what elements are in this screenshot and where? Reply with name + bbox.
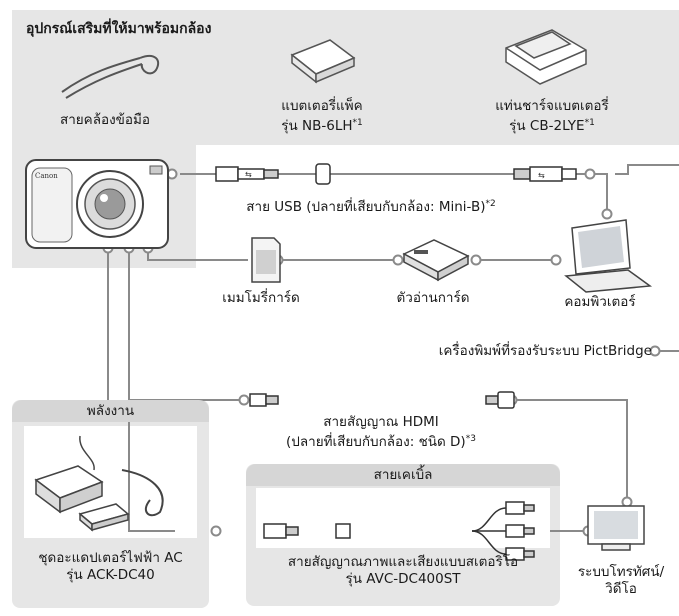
wrist-strap-label: สายคล้องข้อมือ [59,112,151,128]
svg-text:⇆: ⇆ [538,171,545,180]
battery-label: แบตเตอรี่แพ็ค รุ่น NB-6LH*1 [232,98,412,135]
hdmi-footnote: *3 [465,434,476,444]
svg-text:⇆: ⇆ [245,170,252,179]
charger-label-line1: แท่นชาร์จแบตเตอรี่ [495,98,609,114]
included-accessories-title: อุปกรณ์เสริมที่ให้มาพร้อมกล้อง [26,21,212,37]
hdmi-cable-label: สายสัญญาณ HDMI (ปลายที่เสียบกับกล้อง: ชน… [236,414,526,451]
battery-footnote: *1 [352,118,363,128]
card-reader-icon [402,239,470,282]
cables-box [246,464,560,606]
memory-card-label: เมมโมรี่การ์ด [222,290,300,306]
battery-model: รุ่น NB-6LH [281,118,353,134]
usb-cable-label: สาย USB (ปลายที่เสียบกับกล้อง: Mini-B)*2 [206,196,536,216]
memory-card-icon [251,237,281,283]
included-accessories-panel [12,10,679,268]
tv-icon [587,505,645,551]
charger-model: รุ่น CB-2LYE [509,118,585,134]
tv-label-line1: ระบบโทรทัศน์/ [577,564,665,580]
computer-icon [564,219,653,293]
power-label: ชุดอะแดปเตอร์ไฟฟ้า AC รุ่น ACK-DC40 [14,550,207,584]
cables-title: สายเคเบิ้ล [246,464,560,486]
usb-right-exit-line [615,164,679,175]
hdmi-label-line2: (ปลายที่เสียบกับกล้อง: ชนิด D) [286,434,466,450]
usb-to-computer-line [590,173,608,214]
battery-label-line1: แบตเตอรี่แพ็ค [281,98,363,114]
av-line [128,248,175,532]
av-cable-icon [263,501,535,561]
av-cable-label: สายสัญญาณภาพและเสียงแบบสเตอริโอ รุ่น AVC… [248,554,558,588]
hdmi-line [128,248,250,401]
battery-icon [290,39,356,84]
printer-label: เครื่องพิมพ์ที่รองรับระบบ PictBridge [438,343,652,359]
tv-label-line2: วิดีโอ [605,581,637,597]
charger-label: แท่นชาร์จแบตเตอรี่ รุ่น CB-2LYE*1 [456,98,648,135]
av-label-line1: สายสัญญาณภาพและเสียงแบบสเตอริโอ [287,554,519,570]
usb-cable-icon: ⇆ ⇆ [215,163,577,185]
usb-footnote: *2 [485,199,496,209]
av-label-line2: รุ่น AVC-DC400ST [345,571,461,587]
card-reader-label: ตัวอ่านการ์ด [396,290,470,306]
usb-cable-text: สาย USB (ปลายที่เสียบกับกล้อง: Mini-B) [246,199,486,215]
power-label-line2: รุ่น ACK-DC40 [66,567,155,583]
power-title: พลังงาน [12,400,209,422]
wrist-strap-icon [61,54,160,99]
camera-icon: Canon [25,159,169,249]
hdmi-line-right [512,399,628,502]
power-box [12,400,209,608]
power-label-line1: ชุดอะแดปเตอร์ไฟฟ้า AC [38,550,183,566]
tv-label: ระบบโทรทัศน์/ วิดีโอ [566,564,676,598]
charger-footnote: *1 [584,118,595,128]
hdmi-label-line1: สายสัญญาณ HDMI [323,414,439,430]
computer-label: คอมพิวเตอร์ [564,294,636,310]
ac-adapter-icon [34,435,164,532]
hdmi-cable-icon [249,391,515,409]
charger-icon [505,29,587,85]
camera-brand: Canon [35,172,58,180]
